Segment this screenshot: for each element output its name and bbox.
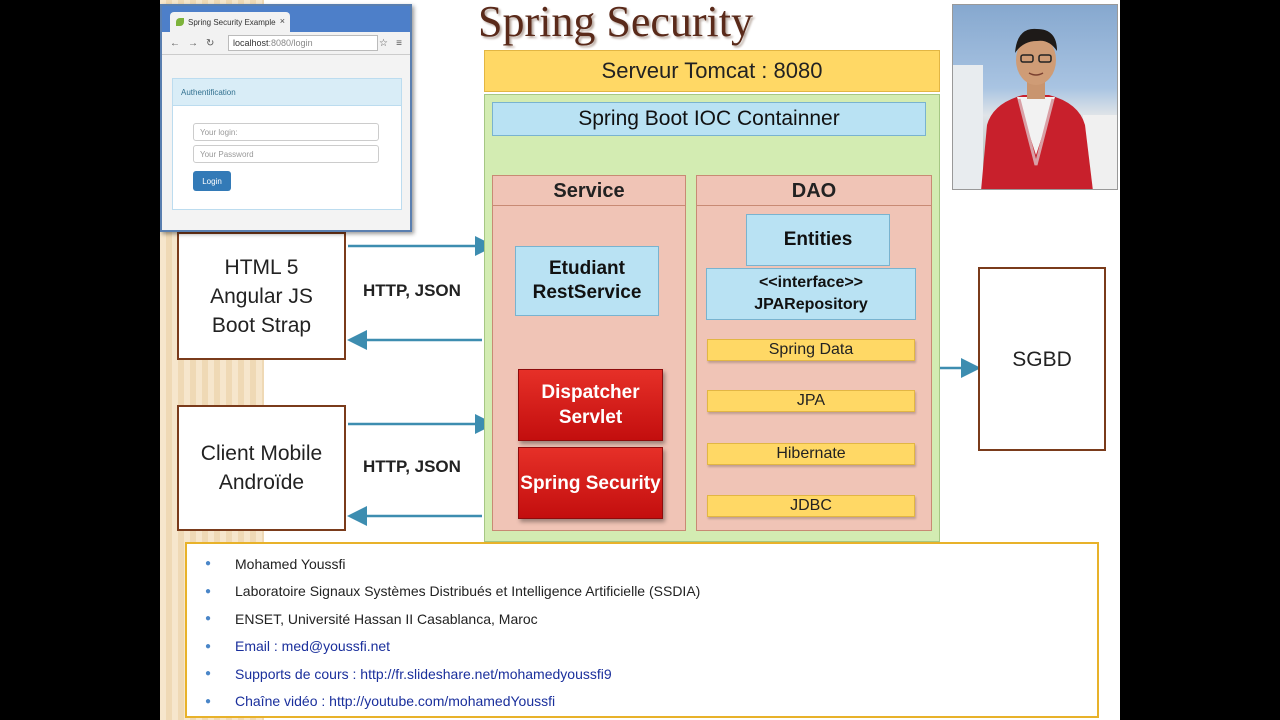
auth-panel-heading: Authentification (173, 79, 401, 106)
slide: Spring Security Serveur Tomcat : 8080 Sp… (160, 0, 1120, 720)
email-link[interactable]: Email : med@youssfi.net (235, 638, 391, 655)
web-client-line: HTML 5 (224, 255, 299, 279)
info-text: ENSET, Université Hassan II Casablanca, … (235, 610, 538, 627)
dispatcher-servlet-box: Dispatcher Servlet (518, 369, 663, 441)
mobile-client-line: Client Mobile (200, 442, 323, 465)
browser-tab[interactable]: Spring Security Example × (170, 12, 290, 32)
info-item: ● Laboratoire Signaux Systèmes Distribués… (205, 578, 1097, 606)
slides-link[interactable]: Supports de cours : http://fr.slideshare… (235, 665, 612, 682)
layer-spring-data: Spring Data (707, 339, 915, 361)
info-item-slides[interactable]: ● Supports de cours : http://fr.slideshar… (205, 660, 1097, 688)
info-text: Laboratoire Signaux Systèmes Distribués … (235, 583, 701, 600)
author-info-list: ● Mohamed Youssfi ● Laboratoire Signaux Sy… (205, 550, 1097, 715)
dao-header: DAO (697, 176, 931, 206)
info-item-video[interactable]: ● Chaîne vidéo : http://youtube.com/moham… (205, 688, 1097, 716)
leaf-icon (176, 18, 184, 26)
presenter-photo (952, 4, 1118, 190)
star-icon[interactable]: ☆ (379, 37, 388, 49)
forward-icon[interactable]: → (188, 37, 198, 49)
jpa-repository-box: <<interface>> JPARepository (706, 268, 916, 320)
back-icon[interactable]: ← (170, 37, 180, 49)
mobile-client-box: Client Mobile Androïde (177, 405, 346, 531)
menu-icon[interactable]: ≡ (396, 37, 402, 49)
layer-hibernate: Hibernate (707, 443, 915, 465)
layer-jdbc: JDBC (707, 495, 915, 517)
login-button[interactable]: Login (193, 171, 231, 191)
protocol-label-mobile: HTTP, JSON (363, 457, 461, 476)
url-host: localhost (233, 38, 269, 48)
ioc-container-box: Spring Boot IOC Containner (492, 102, 926, 136)
bullet-icon: ● (205, 558, 212, 570)
interface-stereotype: <<interface>> (758, 274, 864, 291)
web-client-line: Boot Strap (211, 313, 312, 337)
info-item: ● ENSET, Université Hassan II Casablanca,… (205, 605, 1097, 633)
browser-tab-bar: Spring Security Example × (162, 6, 410, 32)
address-bar[interactable]: localhost:8080/login (228, 35, 378, 51)
bullet-icon: ● (205, 695, 212, 707)
login-input[interactable]: Your login: (193, 123, 379, 141)
browser-window: Spring Security Example × ← → ↻ ☆ ≡ loca… (160, 4, 412, 232)
info-item-email[interactable]: ● Email : med@youssfi.net (205, 633, 1097, 661)
author-info-box: ● Mohamed Youssfi ● Laboratoire Signaux Sy… (185, 542, 1099, 718)
rest-service-box: Etudiant RestService (515, 246, 659, 316)
web-client-box: HTML 5 Angular JS Boot Strap (177, 232, 346, 360)
repository-name: JPARepository (754, 296, 868, 313)
spring-security-box: Spring Security (518, 447, 663, 519)
presenter-illustration (953, 28, 1117, 189)
entities-box: Entities (746, 214, 890, 266)
protocol-label-web: HTTP, JSON (363, 281, 461, 300)
video-link[interactable]: Chaîne vidéo : http://youtube.com/mohame… (235, 693, 556, 710)
mobile-client-line: Androïde (218, 471, 305, 494)
url-path: :8080/login (268, 38, 313, 48)
info-text: Mohamed Youssfi (235, 555, 346, 572)
close-icon[interactable]: × (279, 16, 285, 26)
tomcat-server-box: Serveur Tomcat : 8080 (484, 50, 940, 92)
web-client-line: Angular JS (210, 284, 313, 308)
sgbd-box: SGBD (978, 267, 1106, 451)
bullet-icon: ● (205, 613, 212, 625)
bullet-icon: ● (205, 640, 212, 652)
bullet-icon: ● (205, 585, 212, 597)
reload-icon[interactable]: ↻ (206, 37, 215, 49)
auth-panel: Authentification Your login: Your Passwo… (172, 78, 402, 210)
service-header: Service (493, 176, 685, 206)
layer-jpa: JPA (707, 390, 915, 412)
tab-title: Spring Security Example (188, 17, 276, 27)
password-input[interactable]: Your Password (193, 145, 379, 163)
slide-title: Spring Security (478, 0, 753, 46)
bullet-icon: ● (205, 668, 212, 680)
info-item: ● Mohamed Youssfi (205, 550, 1097, 578)
